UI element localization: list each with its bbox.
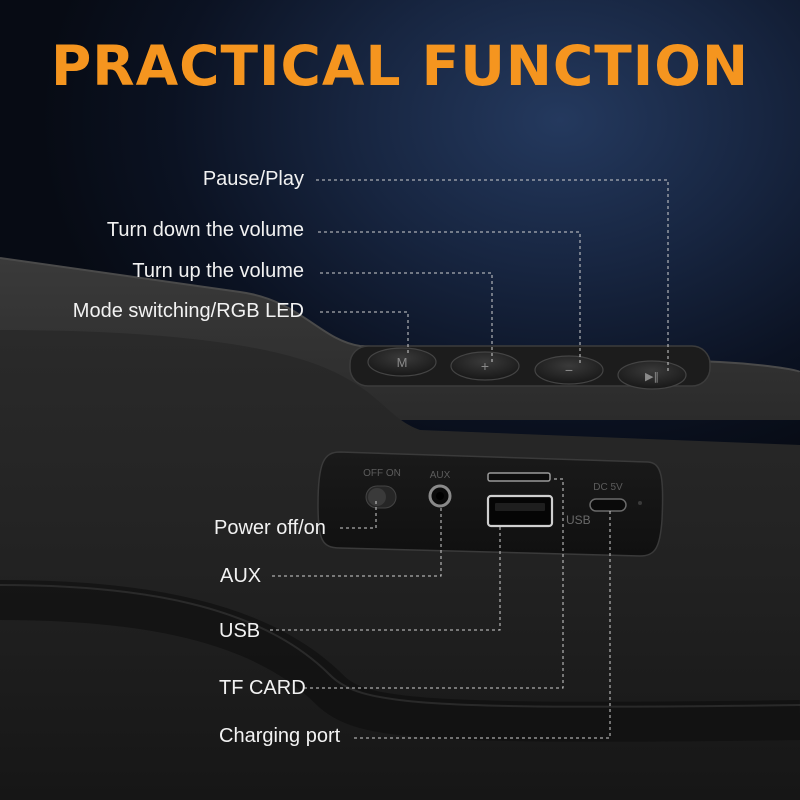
leader-volume-up xyxy=(320,272,493,362)
label-volume-down: Turn down the volume xyxy=(106,219,304,241)
pause-play-button[interactable]: ▶‖ xyxy=(617,360,687,390)
volume-up-button[interactable]: + xyxy=(450,351,520,381)
usb-c-charging-port[interactable] xyxy=(589,498,627,512)
leader-mode xyxy=(320,311,409,356)
usb-tongue xyxy=(495,503,545,511)
page-title: PRACTICAL FUNCTION xyxy=(50,34,750,98)
dc-port-label: DC 5V xyxy=(593,482,623,493)
speaker-lower-edge xyxy=(0,584,800,708)
aux-jack[interactable] xyxy=(428,484,452,508)
label-aux: AUX xyxy=(220,565,262,587)
speaker-top-edge xyxy=(0,257,800,373)
aux-port-label: AUX xyxy=(430,470,451,481)
leader-usb xyxy=(270,526,501,631)
leader-power xyxy=(340,500,377,529)
leader-charging xyxy=(354,511,611,739)
label-volume-up: Turn up the volume xyxy=(132,260,304,282)
volume-down-symbol: − xyxy=(565,362,573,378)
pause-play-symbol: ▶‖ xyxy=(645,370,659,383)
volume-down-button[interactable]: − xyxy=(534,355,604,385)
leader-aux xyxy=(272,506,442,577)
volume-up-symbol: + xyxy=(481,358,489,374)
label-charging: Charging port xyxy=(219,725,341,747)
speaker-lower-contour xyxy=(0,580,800,742)
power-switch-knob xyxy=(368,488,386,506)
label-tf-card: TF CARD xyxy=(219,677,306,699)
tf-card-slot[interactable] xyxy=(487,472,551,482)
leader-pause-play xyxy=(316,179,669,372)
speaker-front-body xyxy=(0,330,800,800)
label-usb: USB xyxy=(219,620,261,642)
leader-tf-card xyxy=(304,478,564,689)
leader-volume-down xyxy=(318,231,581,366)
label-power: Power off/on xyxy=(214,517,326,539)
power-switch-label: OFF ON xyxy=(363,468,401,479)
label-mode: Mode switching/RGB LED xyxy=(72,300,304,322)
usb-port-text: USB xyxy=(566,513,591,527)
charge-indicator-led xyxy=(638,501,642,505)
mode-button[interactable]: M xyxy=(367,347,437,377)
label-pause-play: Pause/Play xyxy=(202,168,304,190)
mode-button-symbol: M xyxy=(397,355,408,370)
